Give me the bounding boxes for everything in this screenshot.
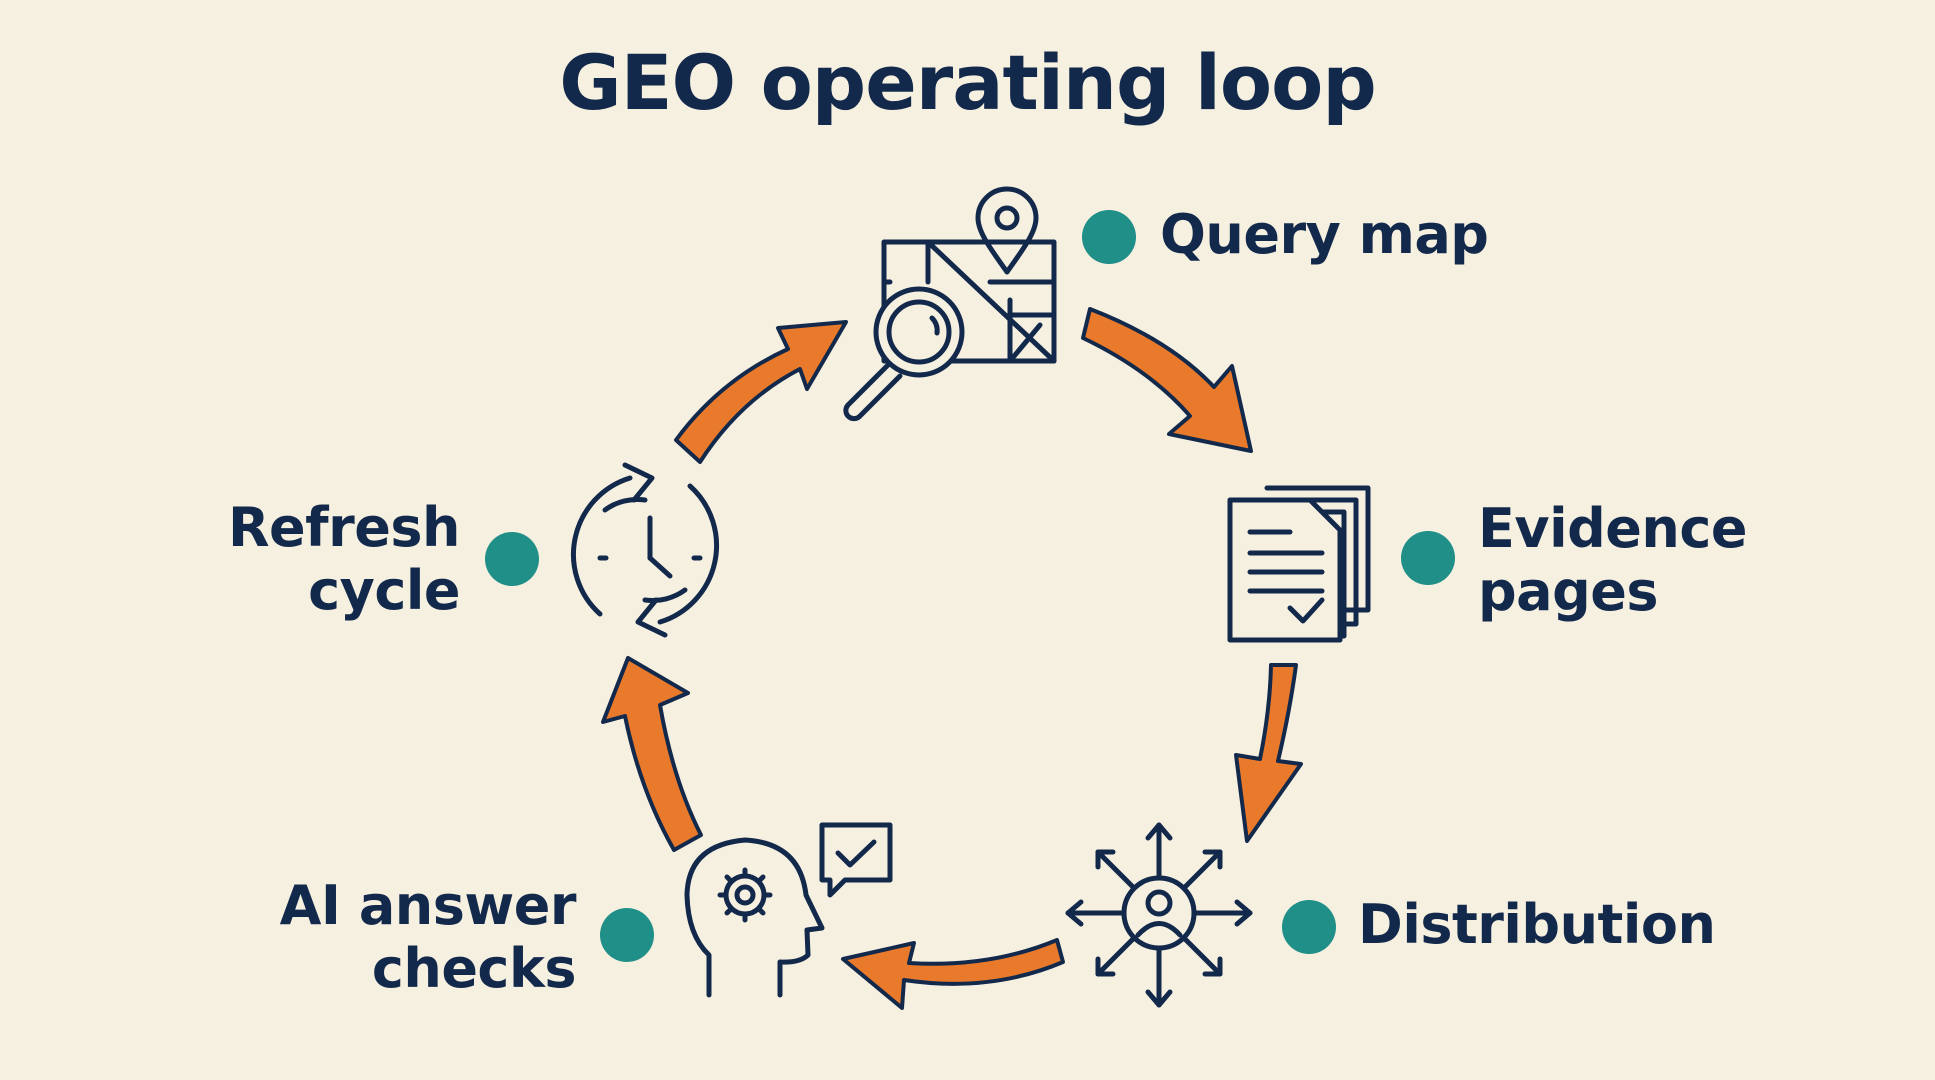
step-dot-refresh-cycle [485,532,539,586]
step-dot-ai-answer-checks [600,908,654,962]
distribution-arrows-icon [1065,822,1253,1008]
step-label-query-map: Query map [1160,203,1489,266]
step-dot-query-map [1082,210,1136,264]
step-label-ai-answer-checks: AI answer checks [279,874,577,1000]
map-search-icon [843,186,1057,422]
documents-check-icon [1227,485,1371,643]
step-dot-evidence-pages [1401,531,1455,585]
step-dot-distribution [1282,900,1336,954]
step-label-refresh-cycle: Refresh cycle [227,496,461,622]
arrow-ai-to-refresh [601,656,703,852]
step-label-distribution: Distribution [1358,893,1716,956]
head-gear-check-icon [684,822,893,998]
arrow-evidence-to-distribution [1234,663,1303,843]
diagram-title: GEO operating loop [559,38,1377,127]
arrow-distribution-to-ai [841,938,1065,1010]
refresh-clock-icon [570,462,720,638]
arrow-refresh-to-query [674,320,848,464]
arrow-query-to-evidence [1081,307,1253,453]
step-label-evidence-pages: Evidence pages [1478,497,1747,623]
